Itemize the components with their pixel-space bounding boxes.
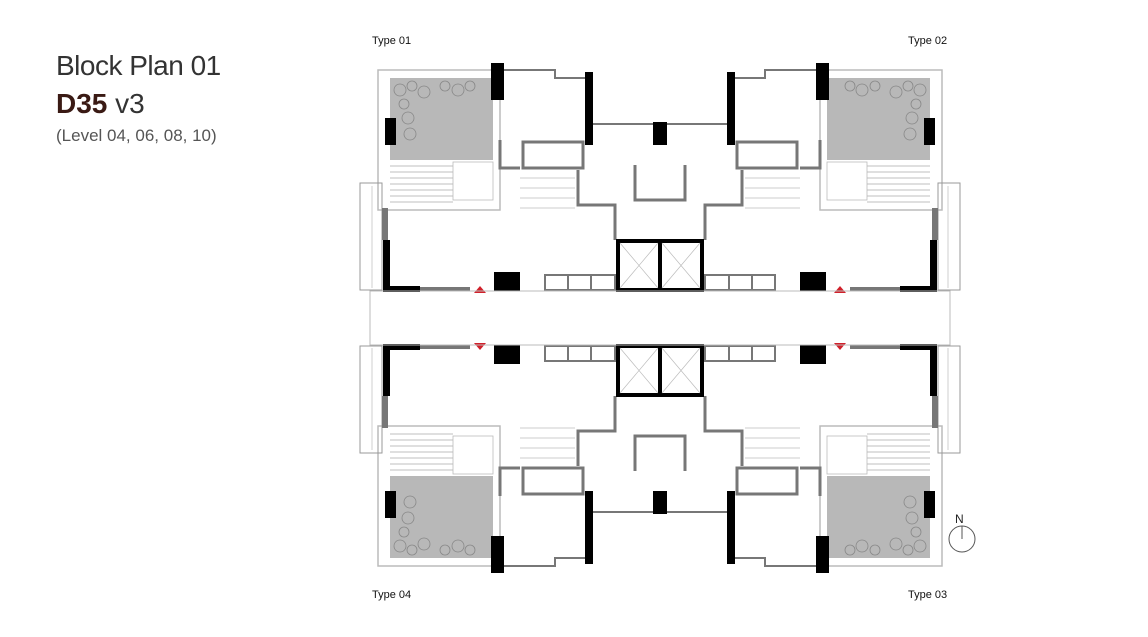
block-plan-title: Block Plan 01 <box>56 50 221 81</box>
unit-type-02 <box>653 61 962 295</box>
levels-subtitle: (Level 04, 06, 08, 10) <box>56 126 217 145</box>
label-type-01: Type 01 <box>372 35 412 47</box>
label-type-02: Type 02 <box>908 35 948 47</box>
unit-type-04 <box>358 341 667 575</box>
unit-code-title: D35 v3 <box>56 88 145 120</box>
unit-type-01 <box>358 61 667 295</box>
compass-north-label: N <box>955 512 964 526</box>
label-type-03: Type 03 <box>908 589 948 601</box>
unit-code: D35 <box>56 88 108 119</box>
unit-type-03 <box>653 341 962 575</box>
central-corridor <box>369 290 951 346</box>
label-type-04: Type 04 <box>372 589 412 601</box>
version: v3 <box>115 88 145 119</box>
